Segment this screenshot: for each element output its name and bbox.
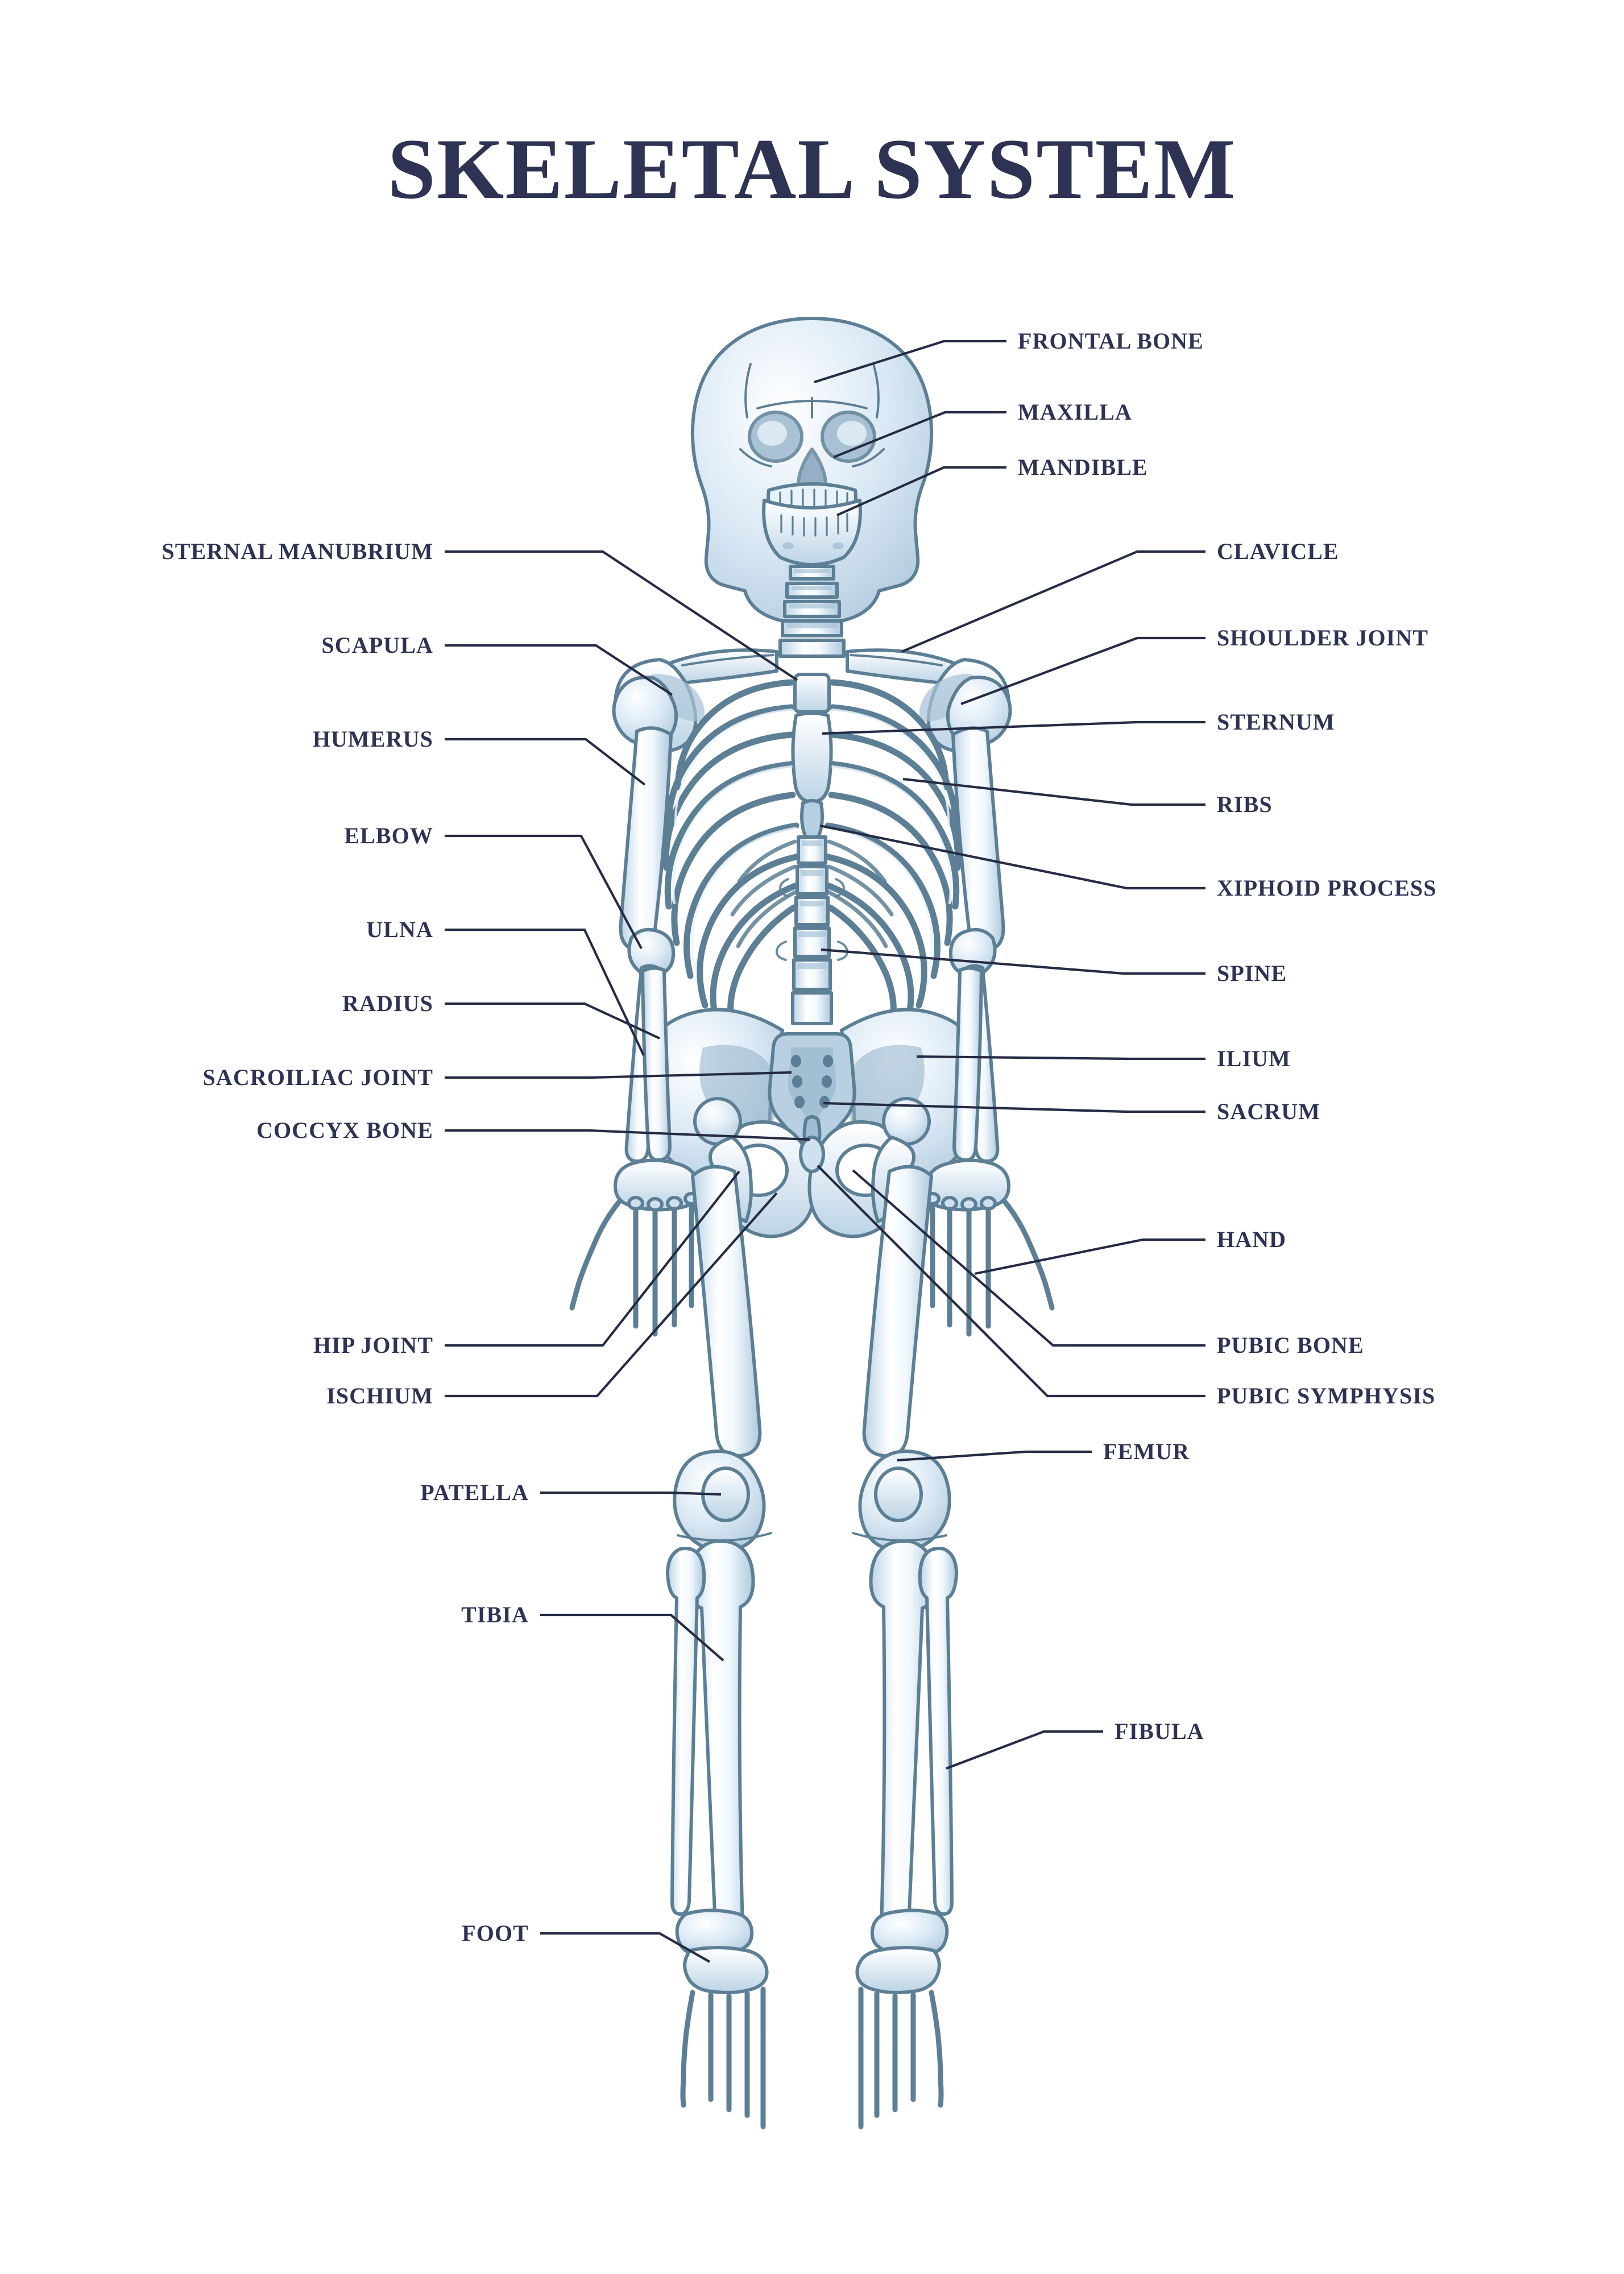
label-ribs: RIBS	[1217, 792, 1273, 817]
label-mandible: MANDIBLE	[1018, 454, 1148, 480]
label-patella: PATELLA	[420, 1480, 529, 1505]
label-pubic-bone: PUBIC BONE	[1217, 1332, 1364, 1358]
label-elbow: ELBOW	[344, 823, 433, 848]
label-radius: RADIUS	[342, 991, 433, 1016]
label-ulna: ULNA	[366, 917, 433, 942]
label-humerus: HUMERUS	[312, 726, 433, 752]
right-leg	[852, 1097, 958, 2130]
cervical-spine	[778, 565, 846, 658]
label-clavicle: CLAVICLE	[1217, 539, 1339, 564]
label-fibula: FIBULA	[1115, 1718, 1204, 1744]
label-foot: FOOT	[462, 1920, 529, 1946]
label-hip-joint: HIP JOINT	[313, 1332, 433, 1358]
page-title: SKELETAL SYSTEM	[387, 121, 1237, 217]
label-shoulder-joint: SHOULDER JOINT	[1217, 625, 1429, 651]
label-tibia: TIBIA	[461, 1602, 529, 1627]
label-ilium: ILIUM	[1217, 1046, 1291, 1071]
spine-lumbar	[776, 835, 848, 1025]
label-maxilla: MAXILLA	[1018, 399, 1133, 425]
label-spine: SPINE	[1217, 960, 1287, 986]
label-ischium: ISCHIUM	[326, 1383, 433, 1409]
label-femur: FEMUR	[1103, 1439, 1190, 1464]
label-pubic-symphysis: PUBIC SYMPHYSIS	[1217, 1383, 1436, 1409]
label-sacrum: SACRUM	[1217, 1099, 1321, 1124]
label-sternum: STERNUM	[1217, 709, 1335, 735]
label-frontal-bone: FRONTAL BONE	[1018, 328, 1204, 354]
label-scapula: SCAPULA	[321, 632, 433, 658]
label-hand: HAND	[1217, 1227, 1287, 1252]
label-sacroiliac-joint: SACROILIAC JOINT	[202, 1064, 433, 1090]
left-leg	[666, 1097, 772, 2130]
label-coccyx-bone: COCCYX BONE	[256, 1117, 433, 1143]
label-xiphoid-process: XIPHOID PROCESS	[1217, 875, 1437, 901]
label-sternal-manubrium: STERNAL MANUBRIUM	[161, 539, 433, 564]
